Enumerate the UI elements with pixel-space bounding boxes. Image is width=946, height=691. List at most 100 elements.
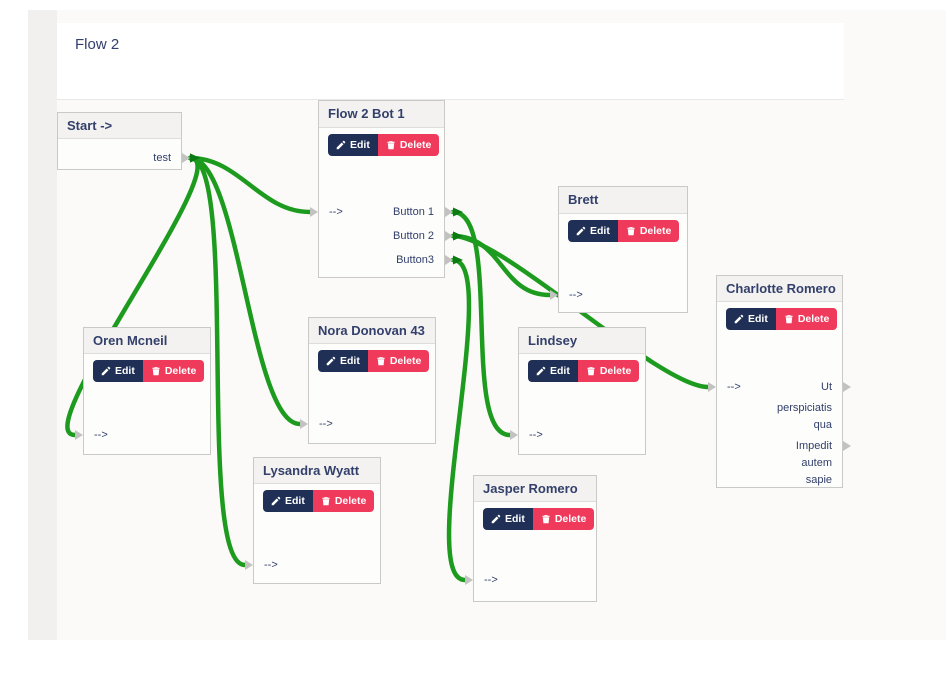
- flow-link[interactable]: [187, 155, 313, 215]
- delete-button[interactable]: Delete: [312, 490, 375, 512]
- node-lindsey[interactable]: Lindsey Edit Delete -->: [510, 327, 646, 455]
- edit-pencil-icon: [271, 496, 281, 506]
- port-label-out2-line2: autem: [801, 456, 832, 469]
- node-title[interactable]: Lysandra Wyatt: [254, 458, 380, 484]
- port-triangle-icon[interactable]: [465, 575, 473, 585]
- port-label-in: -->: [569, 289, 583, 301]
- port-label-button3: Button3: [396, 254, 434, 266]
- delete-button[interactable]: Delete: [142, 360, 205, 382]
- flow-link[interactable]: [187, 155, 248, 568]
- node-charlotte-romero[interactable]: Charlotte Romero Edit Delete --> Ut pers…: [708, 275, 851, 488]
- delete-button-label: Delete: [639, 225, 672, 237]
- port-triangle-icon[interactable]: [510, 430, 518, 440]
- port-label-in: -->: [329, 206, 343, 218]
- port-triangle-icon[interactable]: [445, 255, 453, 265]
- node-start[interactable]: Start -> test: [57, 112, 190, 170]
- port-triangle-icon[interactable]: [310, 207, 318, 217]
- port-triangle-icon[interactable]: [843, 440, 851, 451]
- edit-button[interactable]: Edit: [568, 220, 618, 242]
- port-label-out2: Impedit: [717, 437, 851, 454]
- port-triangle-icon[interactable]: [550, 290, 558, 300]
- port-label-in: -->: [484, 574, 498, 586]
- flow-link[interactable]: [450, 209, 513, 438]
- trash-icon: [387, 141, 395, 150]
- edit-button-label: Edit: [340, 355, 360, 367]
- trash-icon: [152, 367, 160, 376]
- port-label-out1-line3: qua: [813, 418, 832, 431]
- edit-button[interactable]: Edit: [726, 308, 776, 330]
- edit-button[interactable]: Edit: [483, 508, 533, 530]
- node-title[interactable]: Lindsey: [519, 328, 645, 354]
- delete-button[interactable]: Delete: [532, 508, 595, 530]
- canvas-left-gutter: [28, 10, 57, 640]
- port-triangle-icon[interactable]: [245, 560, 253, 570]
- trash-icon: [377, 357, 385, 366]
- edit-button[interactable]: Edit: [328, 134, 378, 156]
- port-label-out1: Ut: [821, 381, 832, 393]
- edit-button-label: Edit: [748, 313, 768, 325]
- edit-button-label: Edit: [350, 139, 370, 151]
- trash-icon: [785, 315, 793, 324]
- edit-pencil-icon: [326, 356, 336, 366]
- node-title[interactable]: Charlotte Romero: [717, 276, 842, 302]
- port-triangle-icon[interactable]: [708, 382, 716, 392]
- edit-button[interactable]: Edit: [93, 360, 143, 382]
- delete-button[interactable]: Delete: [775, 308, 838, 330]
- delete-button-label: Delete: [599, 365, 632, 377]
- node-title[interactable]: Jasper Romero: [474, 476, 596, 502]
- trash-icon: [587, 367, 595, 376]
- port-triangle-icon[interactable]: [300, 419, 308, 429]
- node-nora-donovan[interactable]: Nora Donovan 43 Edit Delete -->: [300, 317, 436, 444]
- delete-button[interactable]: Delete: [577, 360, 640, 382]
- node-title[interactable]: Brett: [559, 187, 687, 214]
- delete-button-label: Delete: [334, 495, 367, 507]
- flow-link[interactable]: [187, 155, 303, 427]
- delete-button[interactable]: Delete: [367, 350, 430, 372]
- port-triangle-icon[interactable]: [75, 430, 83, 440]
- port-triangle-icon[interactable]: [445, 231, 453, 241]
- node-jasper-romero[interactable]: Jasper Romero Edit Delete -->: [465, 475, 597, 602]
- edit-button[interactable]: Edit: [528, 360, 578, 382]
- port-label-test: test: [153, 152, 171, 164]
- node-lysandra-wyatt[interactable]: Lysandra Wyatt Edit Delete -->: [245, 457, 381, 584]
- flow-link[interactable]: [446, 257, 472, 583]
- edit-button-label: Edit: [505, 513, 525, 525]
- node-flow2bot1[interactable]: Flow 2 Bot 1 Edit Delete --> Button 1 Bu…: [310, 100, 453, 278]
- node-oren-mcneil[interactable]: Oren Mcneil Edit Delete -->: [75, 327, 211, 455]
- edit-pencil-icon: [336, 140, 346, 150]
- delete-button-label: Delete: [554, 513, 587, 525]
- edit-button[interactable]: Edit: [263, 490, 313, 512]
- node-brett[interactable]: Brett Edit Delete -->: [550, 186, 688, 313]
- flow-header: Flow 2: [57, 23, 844, 100]
- edit-button[interactable]: Edit: [318, 350, 368, 372]
- node-title[interactable]: Oren Mcneil: [84, 328, 210, 354]
- delete-button-label: Delete: [389, 355, 422, 367]
- edit-pencil-icon: [536, 366, 546, 376]
- edit-pencil-icon: [576, 226, 586, 236]
- port-label-out2-line1: Impedit: [795, 439, 832, 452]
- port-label-in: -->: [319, 418, 333, 430]
- edit-button-label: Edit: [115, 365, 135, 377]
- edit-button-label: Edit: [590, 225, 610, 237]
- port-label-button2: Button 2: [393, 230, 434, 242]
- edit-pencil-icon: [101, 366, 111, 376]
- port-label-in: -->: [264, 559, 278, 571]
- port-triangle-icon[interactable]: [843, 382, 851, 392]
- link-source-arrow-icon: [453, 207, 463, 217]
- delete-button[interactable]: Delete: [617, 220, 680, 242]
- node-title[interactable]: Nora Donovan 43: [309, 318, 435, 344]
- flow-link[interactable]: [65, 155, 200, 438]
- port-triangle-icon[interactable]: [445, 207, 453, 217]
- node-title[interactable]: Start ->: [58, 113, 181, 139]
- delete-button[interactable]: Delete: [377, 134, 440, 156]
- edit-pencil-icon: [491, 514, 501, 524]
- trash-icon: [542, 515, 550, 524]
- port-triangle-icon[interactable]: [182, 153, 190, 163]
- link-source-arrow-icon: [453, 255, 463, 265]
- node-title[interactable]: Flow 2 Bot 1: [319, 101, 444, 128]
- port-label-out1-line2: perspiciatis: [776, 401, 832, 414]
- port-label-button1: Button 1: [393, 206, 434, 218]
- trash-icon: [322, 497, 330, 506]
